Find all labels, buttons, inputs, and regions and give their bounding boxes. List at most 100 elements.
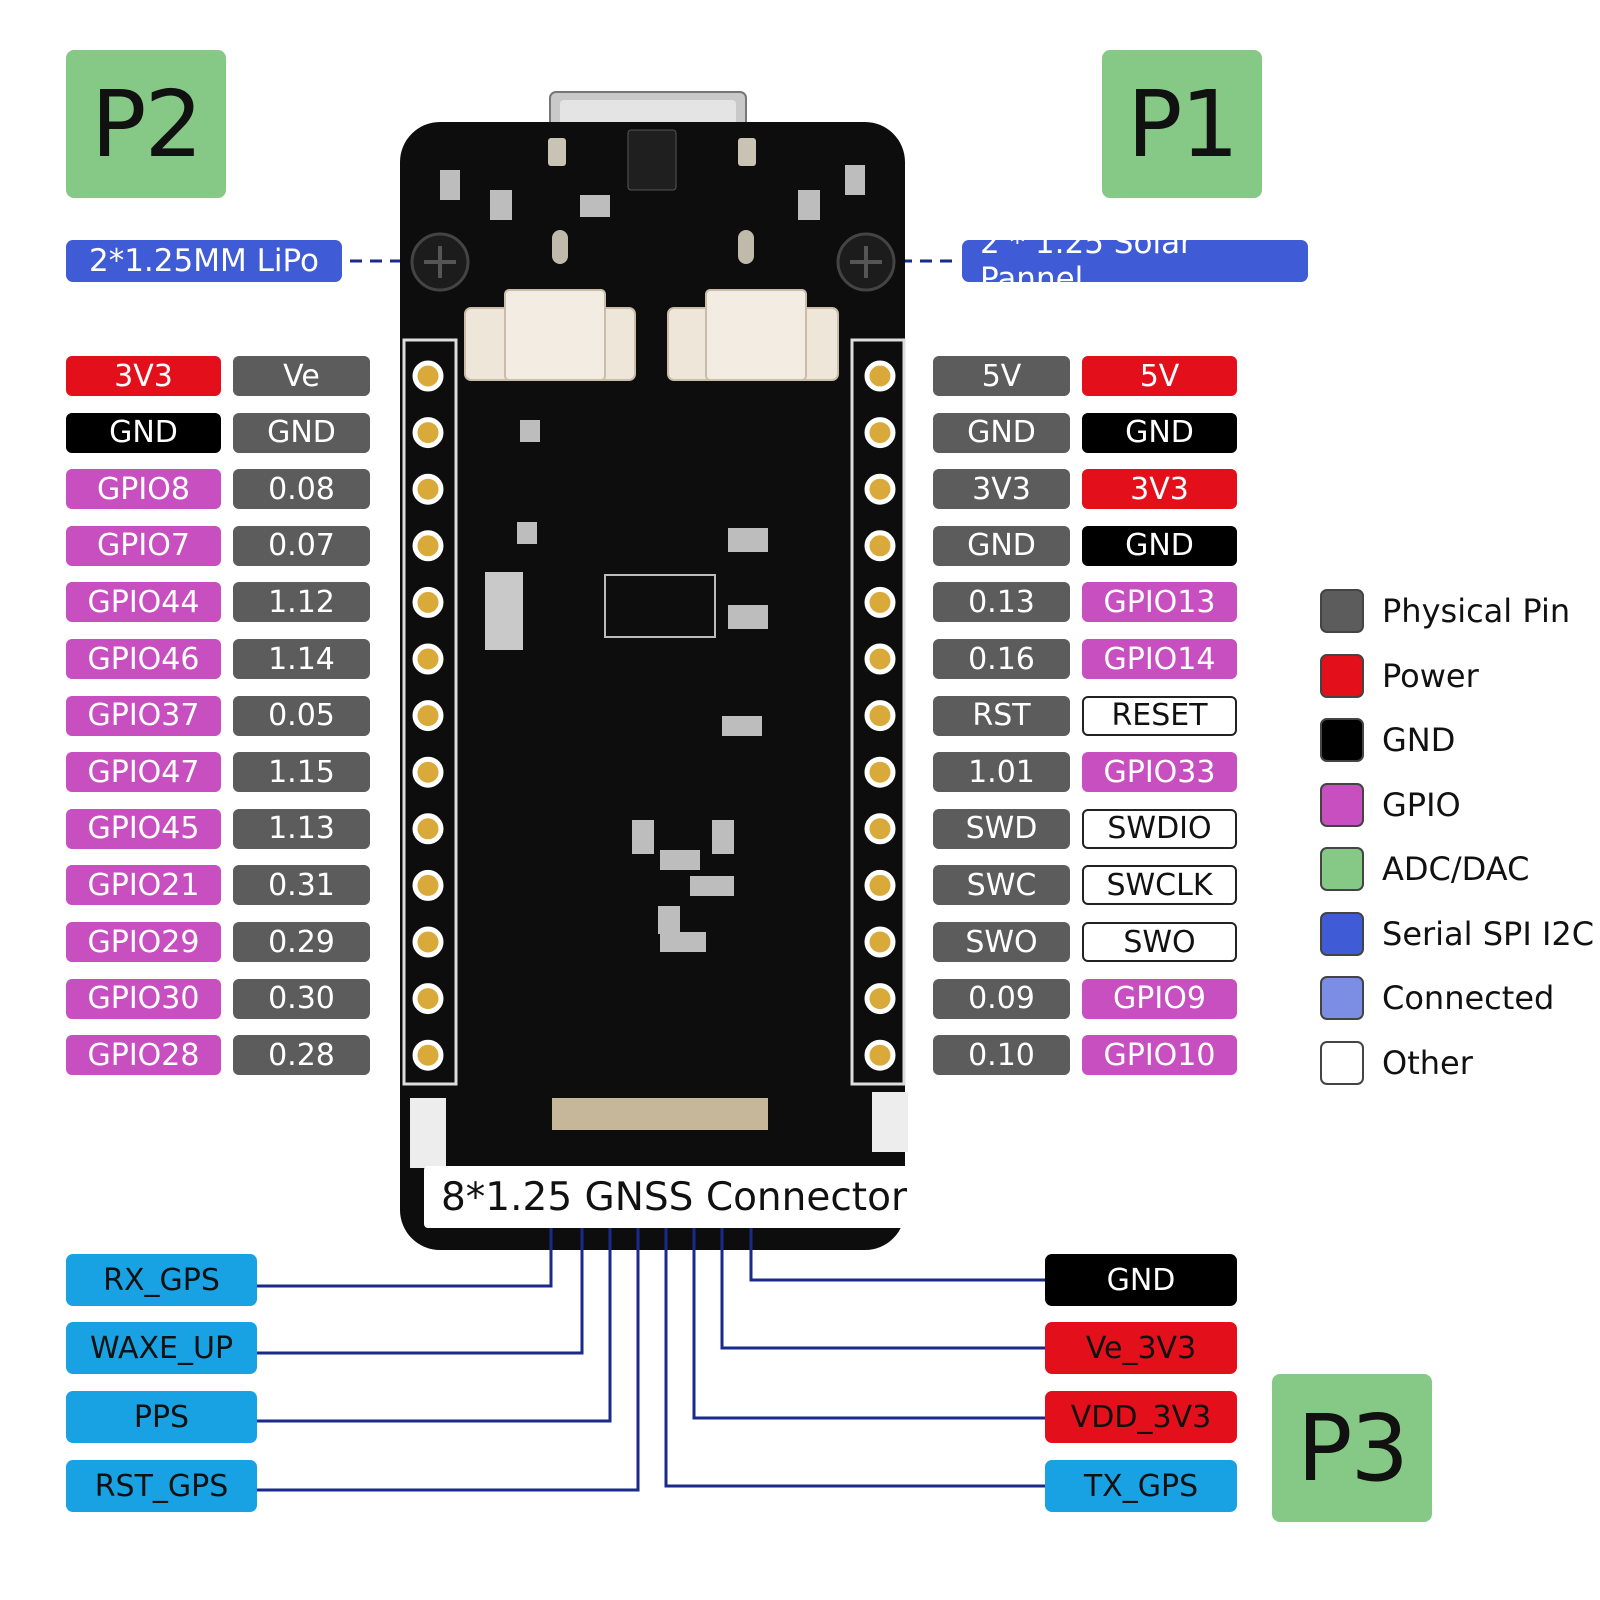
legend-item: GPIO — [1320, 780, 1461, 830]
gnss-pin-label: RX_GPS — [66, 1254, 257, 1306]
solar-jst-housing — [705, 289, 807, 381]
right-pin-phys-label: 3V3 — [933, 469, 1070, 510]
left-pin-func-label: GPIO37 — [66, 695, 221, 736]
wire-vdd-3v3 — [692, 1212, 1045, 1420]
left-pin-phys-label: 1.12 — [233, 582, 370, 623]
smd-part — [690, 876, 734, 896]
legend-item: Serial SPI I2C — [1320, 909, 1594, 959]
left-pin-phys-label: 0.31 — [233, 865, 370, 906]
lipo-jst-housing — [504, 289, 606, 381]
right-pin-func-label: GPIO33 — [1082, 752, 1237, 793]
gnss-pin-label: TX_GPS — [1045, 1460, 1237, 1512]
wire-tx-gps — [664, 1212, 1045, 1488]
left-pin-hole — [412, 869, 444, 901]
screw-left-icon — [424, 246, 456, 278]
left-pin-func-label: GPIO45 — [66, 808, 221, 849]
legend-swatch — [1320, 911, 1364, 956]
left-pin-holes — [412, 360, 444, 1071]
screw-right-icon — [850, 246, 882, 278]
wire-gnd — [749, 1212, 1045, 1282]
smd-part — [440, 170, 460, 200]
smd-part — [632, 820, 654, 854]
right-pin-func-label: GPIO10 — [1082, 1035, 1237, 1076]
p3-label: P3 — [1272, 1374, 1432, 1522]
left-pin-func-label: GPIO28 — [66, 1035, 221, 1076]
legend-label: Physical Pin — [1382, 592, 1571, 630]
right-pin-hole — [864, 700, 896, 732]
legend-swatch — [1320, 718, 1364, 762]
right-pin-func-label: GPIO13 — [1082, 582, 1237, 623]
pcb-body — [400, 122, 905, 1250]
smd-part — [490, 190, 512, 220]
legend-swatch — [1320, 589, 1364, 633]
smd-part — [552, 230, 568, 264]
left-pin-phys-label: 1.13 — [233, 808, 370, 849]
left-pin-phys-label: 0.30 — [233, 978, 370, 1019]
right-pin-hole — [864, 473, 896, 505]
right-pin-func-label: SWO — [1082, 922, 1237, 962]
smd-part — [798, 190, 820, 220]
left-pin-phys-label: Ve — [233, 356, 370, 396]
smd-part — [712, 820, 734, 854]
gnss-pin-label: WAXE_UP — [66, 1322, 257, 1374]
gnss-pin-label: RST_GPS — [66, 1460, 257, 1512]
left-pin-func-label: GPIO8 — [66, 469, 221, 510]
legend-label: Other — [1382, 1043, 1473, 1082]
right-pin-func-label: RESET — [1082, 695, 1237, 736]
wire-wake-up — [257, 1212, 584, 1355]
left-pin-hole — [412, 1039, 444, 1071]
right-pin-phys-label: 0.13 — [933, 582, 1070, 623]
smd-part — [738, 230, 754, 264]
left-pin-func-label: GND — [66, 412, 221, 453]
left-pin-hole — [412, 813, 444, 845]
legend-item: Power — [1320, 651, 1479, 701]
left-pin-phys-label: 1.15 — [233, 752, 370, 793]
right-pin-hole — [864, 586, 896, 618]
right-pin-hole — [864, 869, 896, 901]
left-pin-phys-label: 1.14 — [233, 639, 370, 679]
right-pin-phys-label: SWD — [933, 808, 1070, 849]
left-header-outline — [402, 338, 458, 1086]
left-pin-hole — [412, 926, 444, 958]
left-pin-func-label: GPIO44 — [66, 582, 221, 623]
right-pin-phys-label: 5V — [933, 356, 1070, 396]
right-pin-func-label: SWDIO — [1082, 808, 1237, 849]
left-pin-func-label: GPIO29 — [66, 922, 221, 962]
left-pin-hole — [412, 643, 444, 675]
lipo-connector-label: 2*1.25MM LiPo — [66, 240, 342, 282]
right-pin-hole — [864, 530, 896, 562]
right-header-outline — [850, 338, 906, 1086]
smd-part — [728, 605, 768, 629]
right-pin-func-label: GND — [1082, 412, 1237, 453]
left-pin-hole — [412, 756, 444, 788]
smd-part — [548, 138, 566, 166]
board-corner-tab-right — [872, 1092, 908, 1152]
smd-part — [738, 138, 756, 166]
legend-swatch — [1320, 653, 1364, 698]
smd-part — [517, 522, 537, 544]
left-pin-phys-label: GND — [233, 412, 370, 453]
left-pin-hole — [412, 530, 444, 562]
legend-label: Connected — [1382, 979, 1555, 1017]
smd-part — [660, 932, 706, 952]
left-pin-func-label: GPIO47 — [66, 752, 221, 793]
left-pin-phys-label: 0.05 — [233, 695, 370, 736]
left-pin-func-label: GPIO21 — [66, 865, 221, 906]
left-pin-hole — [412, 473, 444, 505]
legend-item: Physical Pin — [1320, 586, 1570, 636]
left-pin-func-label: GPIO30 — [66, 978, 221, 1019]
gnss-wires — [257, 1212, 1045, 1492]
right-pin-phys-label: SWO — [933, 922, 1070, 962]
left-pin-hole — [412, 586, 444, 618]
legend-item: ADC/DAC — [1320, 844, 1529, 894]
right-pin-phys-label: 0.16 — [933, 639, 1070, 679]
wire-rx-gps — [257, 1212, 553, 1288]
p2-label: P2 — [66, 50, 226, 198]
right-pin-func-label: SWCLK — [1082, 865, 1237, 906]
right-pin-func-label: 3V3 — [1082, 469, 1237, 510]
legend-swatch — [1320, 976, 1364, 1020]
gnss-pin-strip — [552, 1098, 768, 1130]
right-pin-phys-label: SWC — [933, 865, 1070, 906]
smd-part — [660, 850, 700, 870]
right-pin-func-label: GPIO9 — [1082, 978, 1237, 1019]
